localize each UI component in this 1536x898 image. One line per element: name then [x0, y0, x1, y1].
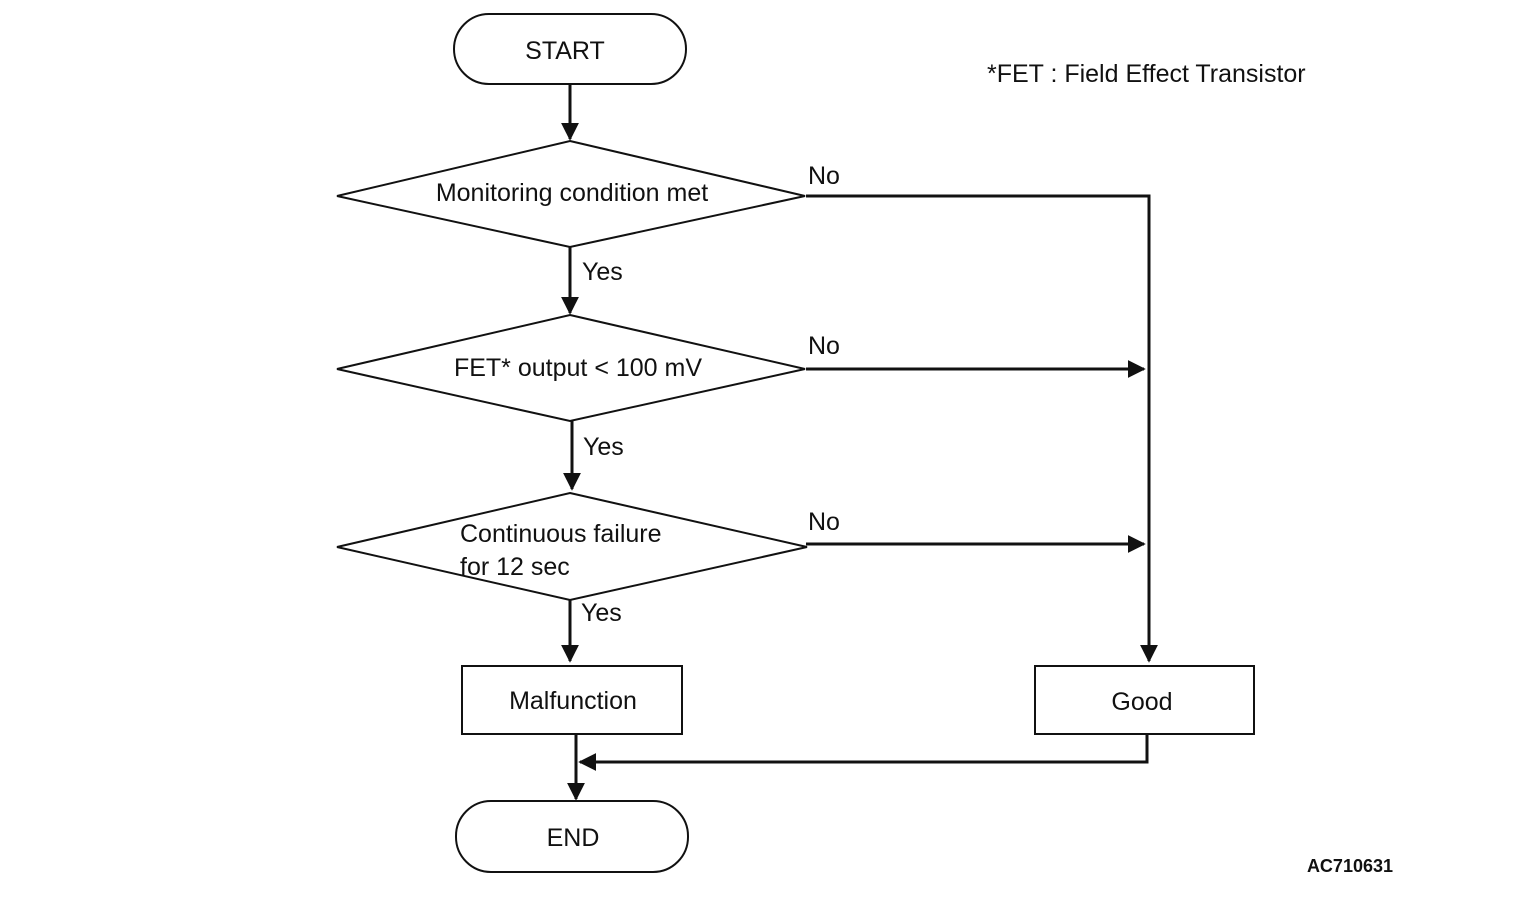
good-label: Good: [1111, 688, 1172, 716]
end-terminal: END: [455, 800, 689, 873]
decision-3-label-line-2: for 12 sec: [460, 553, 570, 581]
malfunction-process: Malfunction: [461, 665, 683, 735]
decision-2-yes-label: Yes: [583, 433, 624, 461]
start-label: START: [525, 37, 605, 65]
branch-labels: Yes Yes Yes No No No: [581, 162, 840, 627]
decision-3-shape: [336, 491, 808, 602]
connector-decision-1-no: [806, 194, 1158, 663]
end-label: END: [547, 824, 600, 852]
decision-1-shape: [336, 139, 806, 249]
decision-1-label: Monitoring condition met: [436, 179, 708, 207]
good-shape: [1034, 665, 1255, 735]
decision-3-yes-label: Yes: [581, 599, 622, 627]
decision-2-label: FET* output < 100 mV: [454, 354, 702, 382]
decision-2-no-label: No: [808, 332, 840, 360]
connector-good-to-end: [578, 735, 1149, 771]
decision-1-yes-label: Yes: [582, 258, 623, 286]
start-terminal: START: [453, 13, 687, 85]
decision-fet-output: FET* output < 100 mV: [336, 313, 806, 423]
end-shape: [455, 800, 689, 873]
decision-continuous-failure: Continuous failure for 12 sec: [336, 491, 808, 602]
fet-footnote: *FET : Field Effect Transistor: [987, 60, 1306, 88]
decision-1-no-label: No: [808, 162, 840, 190]
decision-2-shape: [336, 313, 806, 423]
decision-3-label-line-1: Continuous failure: [460, 520, 662, 548]
good-process: Good: [1034, 665, 1255, 735]
start-shape: [453, 13, 687, 85]
figure-code: AC710631: [1307, 856, 1393, 876]
decision-monitoring-condition: Monitoring condition met: [336, 139, 806, 249]
decision-3-no-label: No: [808, 508, 840, 536]
malfunction-shape: [461, 665, 683, 735]
connectors: [561, 84, 1158, 801]
malfunction-label: Malfunction: [509, 687, 637, 715]
